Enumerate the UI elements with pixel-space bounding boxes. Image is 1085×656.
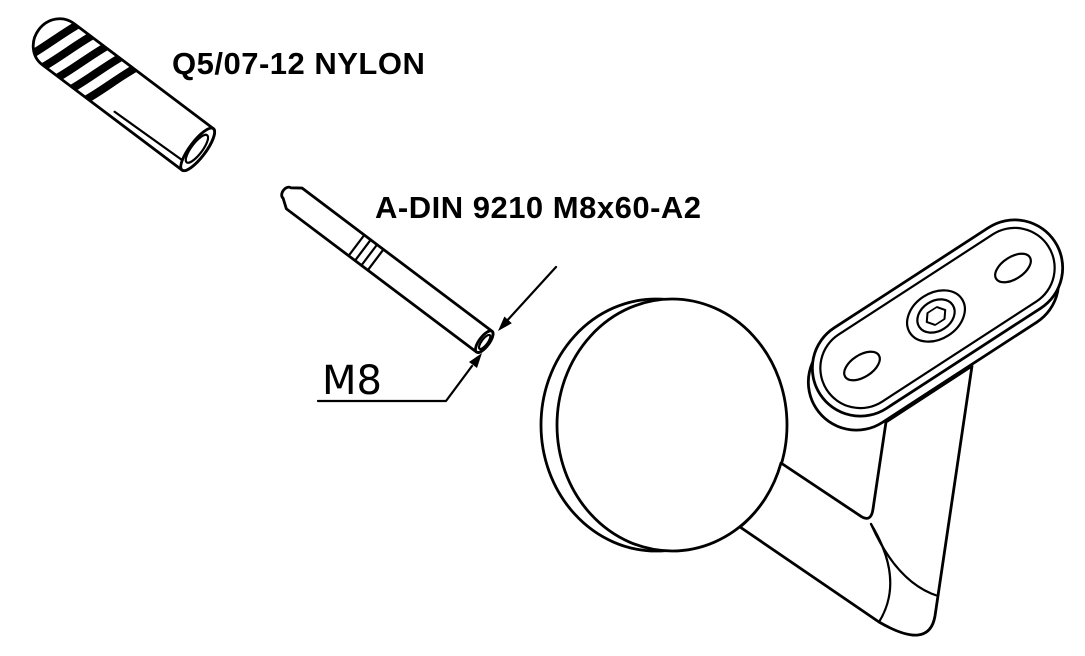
dimension-arrow-upper	[498, 316, 512, 331]
plug-mouth-rim	[179, 126, 217, 173]
plug-slit-line	[113, 110, 183, 161]
saddle-hole-right	[994, 252, 1032, 284]
plug-expansion-fins	[26, 21, 137, 103]
elbow-bend-line-2	[869, 522, 892, 624]
bracket-drawing	[539, 218, 1065, 637]
anchor-label: Q5/07-12 NYLON	[172, 46, 425, 81]
dimension-line-upper	[502, 265, 558, 326]
saddle-plate-edge-line	[819, 226, 1056, 410]
m8-leader-line	[316, 364, 474, 403]
bracket-tube-arm	[738, 364, 974, 637]
stud-end-rim	[474, 329, 495, 354]
stud-thread-collar	[347, 233, 385, 272]
wall-plug-drawing	[26, 17, 217, 173]
saddle-hole-left	[843, 350, 881, 382]
dimension-arrow-lower	[469, 353, 482, 368]
m8-dimension-label: M8	[322, 358, 382, 404]
saddle-plate-face	[810, 218, 1065, 418]
m8-dimension	[316, 265, 558, 403]
hex-socket-icon	[925, 306, 947, 326]
stud-end-chamfer	[477, 333, 492, 351]
socket-screw-head	[906, 289, 966, 343]
wall-plate-face	[555, 297, 789, 553]
stud-bolt-drawing	[280, 185, 495, 354]
screw-label: A-DIN 9210 M8x60-A2	[375, 190, 702, 225]
plug-mouth-hole	[184, 133, 210, 164]
